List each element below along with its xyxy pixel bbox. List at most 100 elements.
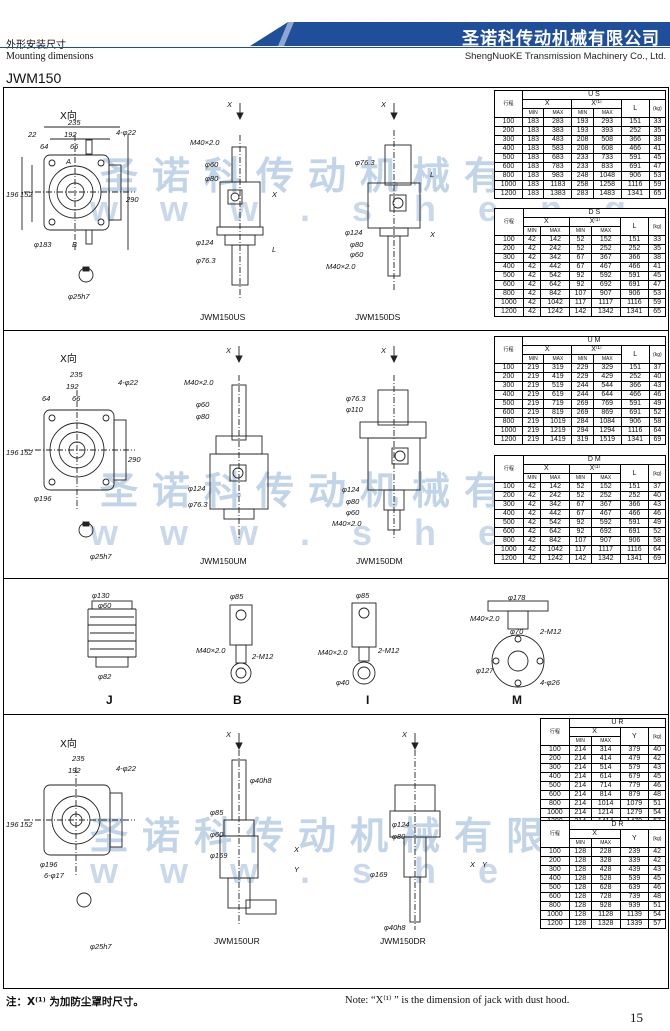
caption-b: B [233, 693, 242, 707]
dia-196: φ196 [34, 494, 52, 503]
table-cell: 46 [648, 509, 666, 519]
table-cell: 642 [540, 280, 570, 290]
max-header: MAX [590, 838, 621, 848]
x-dim-ds: X [430, 230, 436, 239]
table-cell: 43 [648, 865, 666, 875]
table-cell: 1200 [494, 554, 524, 564]
table-cell: 151 [619, 482, 650, 492]
caption-us: JWM150US [200, 312, 246, 322]
table-cell: 1242 [540, 554, 570, 564]
table-cell: 400 [494, 390, 523, 400]
stroke-header: 行程 [540, 718, 570, 746]
table-cell: 214 [568, 799, 592, 809]
table-cell: 814 [590, 790, 621, 800]
max-header: MAX [540, 226, 570, 236]
max-header: MAX [590, 736, 621, 746]
table-cell: 42 [522, 536, 542, 546]
x-view-marker-ur: X [226, 730, 232, 739]
table-cell: 319 [571, 435, 594, 445]
table-cell: 200 [494, 372, 523, 382]
table-cell: 983 [543, 171, 573, 181]
dia-82: φ82 [98, 672, 112, 681]
caption-i: I [366, 693, 370, 707]
table-cell: 54 [648, 808, 666, 818]
y-dim-ur: Y [294, 865, 300, 874]
accessory-drawings [87, 600, 549, 688]
table-cell: 500 [494, 153, 523, 163]
table-cell: 500 [540, 781, 570, 791]
x-dim-dr: X [470, 860, 476, 869]
table-cell: 42 [522, 235, 542, 245]
table-cell: 228 [590, 847, 621, 857]
table-cell: 833 [592, 162, 622, 172]
l-dim-us: L [272, 245, 277, 254]
caption-dr: JWM150DR [380, 936, 426, 946]
table-cell: 1128 [590, 910, 621, 920]
dia-85-i: φ85 [356, 591, 370, 600]
min-header: MIN [568, 736, 592, 746]
table-cell: 128 [568, 847, 592, 857]
table-cell: 239 [619, 847, 650, 857]
dia-110-dm: φ110 [346, 405, 363, 414]
table-cell: 293 [592, 117, 622, 127]
table-cell: 42 [522, 271, 542, 281]
table-cell: 519 [543, 381, 573, 391]
table-cell: 42 [522, 518, 542, 528]
table-cell: 92 [568, 527, 592, 537]
thread-2m12-m: 2-M12 [540, 627, 562, 636]
table-cell: 244 [571, 381, 594, 391]
table-cell: 219 [521, 408, 545, 418]
x-view-marker-dm: X [381, 346, 387, 355]
company-name-en: ShengNuoKE Transmission Machinery Co., L… [464, 51, 666, 62]
table-cell: 1328 [590, 919, 621, 929]
section-divider-3 [3, 714, 668, 715]
header-title-en: Mounting dimensions [6, 51, 94, 62]
x-view-marker-dr: X [402, 730, 408, 739]
section-divider-1 [3, 330, 668, 331]
x1-header: X⁽¹⁾ [568, 464, 621, 474]
shaft-dia-2: φ25h7 [90, 552, 112, 561]
table-cell: 342 [540, 500, 570, 510]
table-cell: 42 [522, 280, 542, 290]
table-cell: 583 [543, 144, 573, 154]
table-cell: 639 [619, 883, 650, 893]
table-cell: 142 [568, 554, 592, 564]
min-header: MIN [521, 108, 545, 118]
min-header: MIN [568, 226, 592, 236]
table-cell: 52 [648, 408, 667, 418]
table-cell: 691 [620, 162, 650, 172]
hole-6phi17: 6-φ17 [44, 871, 64, 880]
table-cell: 800 [494, 289, 524, 299]
dim-192-3: 192 [68, 766, 81, 775]
table-cell: 219 [521, 399, 545, 409]
table-cell: 907 [590, 289, 621, 299]
table-cell: 1042 [540, 545, 570, 555]
table-cell: 592 [590, 271, 621, 281]
model-title: JWM150 [6, 70, 62, 86]
table-cell: 100 [494, 235, 524, 245]
table-cell: 128 [568, 856, 592, 866]
x-direction-label-1: X向 [60, 111, 77, 122]
x-direction-label-3: X向 [60, 739, 77, 750]
page-number: 15 [630, 1010, 643, 1025]
dia-178: φ178 [508, 593, 526, 602]
x-header: X [568, 829, 621, 839]
table-cell: 769 [592, 399, 622, 409]
table-cell: 539 [619, 874, 650, 884]
table-cell: 800 [494, 171, 523, 181]
table-cell: 100 [540, 847, 570, 857]
note-cn: 注：X⁽¹⁾ 为加防尘罩时尺寸。 [6, 996, 144, 1008]
table-cell: 819 [543, 408, 573, 418]
